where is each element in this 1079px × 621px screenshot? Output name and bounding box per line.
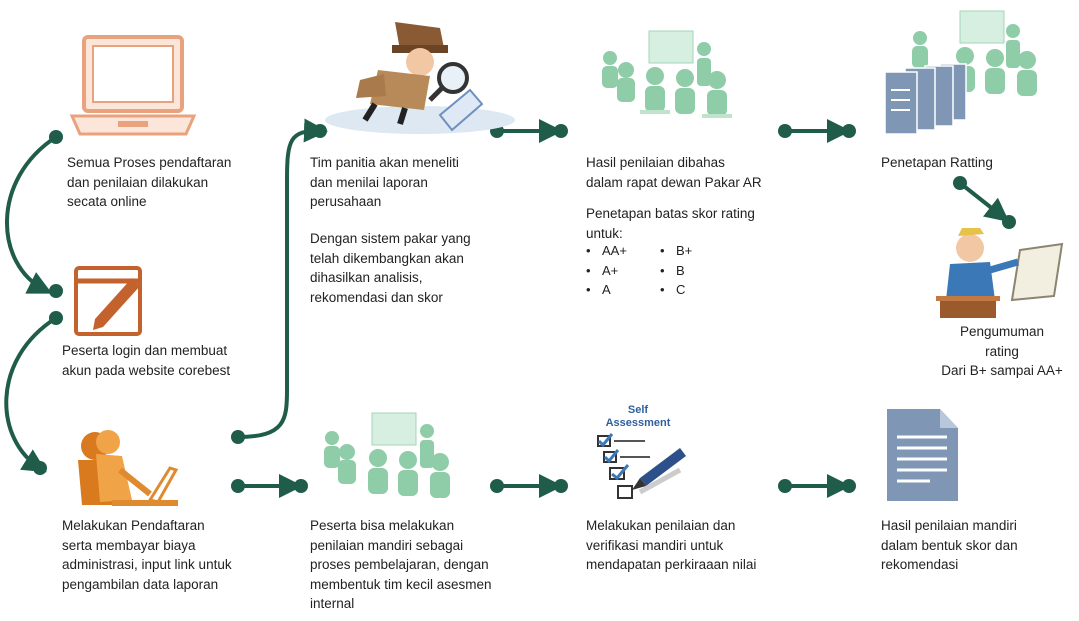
node-dot xyxy=(313,124,327,138)
detective-magnifier-icon xyxy=(325,22,515,134)
step-self-verify-text: Melakukan penilaian dan verifikasi mandi… xyxy=(586,518,757,572)
team-learning-icon xyxy=(324,412,450,498)
user-at-computer-icon xyxy=(78,430,179,506)
step-register-text: Melakukan Pendaftaran serta membayar bia… xyxy=(62,518,232,592)
step-committee-text: Tim panitia akan meneliti dan menilai la… xyxy=(310,155,459,209)
node-dot xyxy=(1002,215,1016,229)
grade-item: C xyxy=(660,280,730,300)
grade-list-col2: B+ B C xyxy=(660,241,730,300)
self-assessment-line1: Self xyxy=(627,404,649,416)
connector-register-to-committee xyxy=(236,118,328,439)
step-login-text: Peserta login dan membuat akun pada webs… xyxy=(62,343,231,378)
step-rating-set-text: Penetapan Ratting xyxy=(881,155,993,170)
document-icon xyxy=(887,409,958,501)
grade-item: B xyxy=(660,261,730,281)
node-dot xyxy=(953,176,967,190)
grade-list-col1: AA+ A+ A xyxy=(586,241,656,300)
announcer-scroll-icon xyxy=(936,228,1064,318)
connector-login-to-register xyxy=(4,316,58,473)
documents-team-icon xyxy=(884,10,1037,135)
thresholds-intro-text: Penetapan batas skor rating untuk: xyxy=(586,206,755,241)
node-dot xyxy=(842,124,856,138)
checklist-icon xyxy=(597,433,686,499)
step-meeting-text: Hasil penilaian dibahas dalam rapat dewa… xyxy=(586,155,762,190)
laptop-icon xyxy=(69,35,197,136)
step-self-result-text: Hasil penilaian mandiri dalam bentuk sko… xyxy=(881,518,1018,572)
grade-item: A+ xyxy=(586,261,656,281)
step-announcement-text: Pengumuman rating Dari B+ sampai AA+ xyxy=(941,324,1063,378)
connector-rating-to-announcement xyxy=(958,181,1010,222)
edit-form-icon xyxy=(74,266,142,336)
team-meeting-icon xyxy=(602,30,732,118)
node-dot xyxy=(490,479,504,493)
grade-item: AA+ xyxy=(586,241,656,261)
node-dot xyxy=(231,479,245,493)
self-assessment-line2: Assessment xyxy=(605,417,671,429)
node-dot xyxy=(778,124,792,138)
self-assessment-label: Self Assessment xyxy=(594,404,682,430)
node-dot xyxy=(554,479,568,493)
node-dot xyxy=(294,479,308,493)
step-online-text: Semua Proses pendaftaran dan penilaian d… xyxy=(67,155,232,209)
step-expert-system-text: Dengan sistem pakar yang telah dikembang… xyxy=(310,231,471,305)
node-dot xyxy=(49,311,63,325)
node-dot xyxy=(554,124,568,138)
connector-online-to-login xyxy=(5,135,58,294)
grade-item: B+ xyxy=(660,241,730,261)
grade-item: A xyxy=(586,280,656,300)
node-dot xyxy=(49,284,63,298)
step-self-learning-text: Peserta bisa melakukan penilaian mandiri… xyxy=(310,518,492,611)
node-dot xyxy=(49,130,63,144)
node-dot xyxy=(33,461,47,475)
node-dot xyxy=(842,479,856,493)
node-dot xyxy=(231,430,245,444)
node-dot xyxy=(778,479,792,493)
